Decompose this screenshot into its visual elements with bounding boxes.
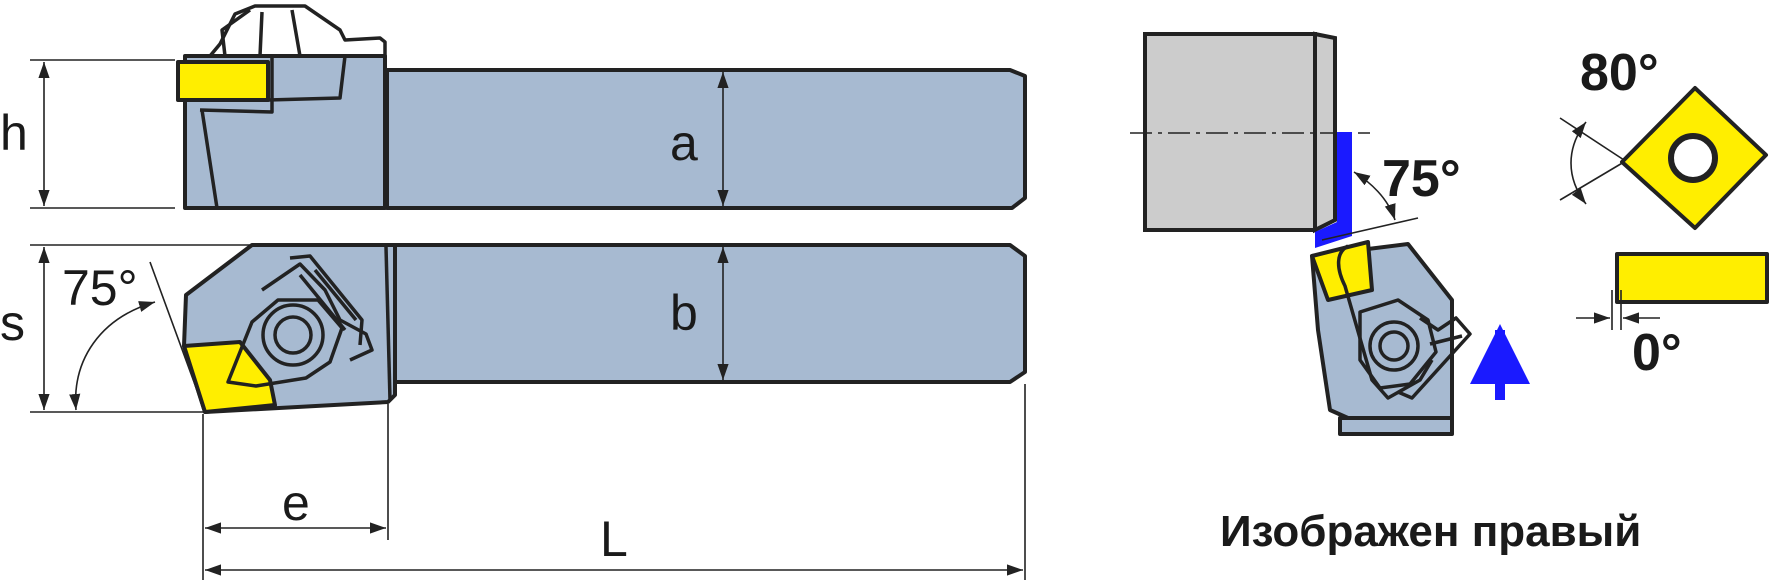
angle-approach-label: 75° <box>1382 150 1461 208</box>
insert-machining <box>1310 240 1374 302</box>
machining-view: 75° Изображен правый <box>1130 31 1641 556</box>
angle-side-arc <box>69 301 156 411</box>
insert-angle-line-2 <box>1559 161 1625 201</box>
e-label: e <box>282 475 310 531</box>
clamp-detail <box>220 8 252 57</box>
insert-angle-line-1 <box>1559 117 1625 161</box>
insert-side <box>176 60 270 102</box>
shank-side <box>385 68 1027 210</box>
side-view: h a <box>0 4 1027 210</box>
clamp-assembly <box>226 254 374 388</box>
tool-shank-stub <box>1338 416 1454 436</box>
shank-plan <box>393 243 1027 384</box>
seat-line <box>200 109 219 209</box>
h-label: h <box>0 105 28 161</box>
head-step <box>384 246 392 401</box>
clamp-detail-2 <box>258 9 302 57</box>
insert-profile <box>1615 252 1769 304</box>
approach-reference-line <box>1321 217 1419 241</box>
angle-reference-line <box>149 261 206 413</box>
cut-zone <box>1315 132 1352 248</box>
workpiece-edge <box>1313 31 1337 234</box>
insert-geometry: 80° 0° <box>1559 44 1769 382</box>
clamp-machining <box>1358 298 1472 400</box>
insert-angle-arc <box>1570 121 1587 205</box>
plan-view: s b 75° e L <box>0 243 1027 580</box>
angle-insert-label: 80° <box>1580 44 1659 102</box>
angle-clearance-label: 0° <box>1632 324 1682 382</box>
clamp-top <box>208 4 387 58</box>
insert-hole <box>1668 133 1718 183</box>
seat-edge <box>267 55 347 102</box>
caption: Изображен правый <box>1220 507 1641 556</box>
s-label: s <box>0 295 25 351</box>
workpiece <box>1143 32 1317 232</box>
approach-angle-arc <box>1353 171 1396 221</box>
L-label: L <box>600 511 628 567</box>
a-label: a <box>670 115 698 171</box>
angle-side-label: 75° <box>62 260 138 316</box>
clamp-arm <box>1336 244 1434 400</box>
b-label: b <box>670 285 698 341</box>
seat-outline <box>199 58 274 114</box>
